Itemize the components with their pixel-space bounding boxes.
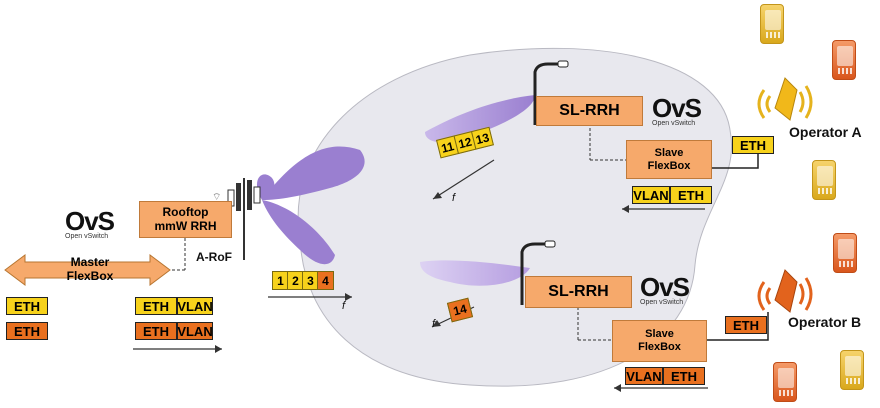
phone-icon	[840, 350, 864, 390]
eth-tag: ETH	[135, 322, 177, 340]
phone-icon	[833, 233, 857, 273]
eth-tag: ETH	[6, 322, 48, 340]
operator-b-label: Operator B	[788, 314, 862, 330]
vlan-tag: VLAN	[632, 186, 670, 204]
vlan-tag: VLAN	[177, 297, 213, 315]
eth-tag: ETH	[6, 297, 48, 315]
eth-tag: ETH	[725, 316, 767, 334]
phone-icon	[760, 4, 784, 44]
arof-label: A-RoF	[196, 250, 232, 264]
sl-rrh-top: SL-RRH	[536, 96, 643, 126]
double-arrow-icon	[4, 254, 171, 286]
master-flexbox: Master FlexBox	[66, 255, 114, 283]
beam-icon	[420, 260, 530, 286]
freq-label: f	[452, 192, 456, 204]
freq-label: f	[432, 318, 436, 330]
operator-a-label: Operator A	[789, 124, 862, 140]
channel-chip: 4	[317, 271, 334, 290]
beam-icon	[256, 174, 275, 200]
eth-tag: ETH	[663, 367, 705, 385]
sl-rrh-bottom: SL-RRH	[525, 276, 632, 308]
router-icon	[757, 77, 813, 121]
vlan-tag: VLAN	[177, 322, 213, 340]
vlan-tag: VLAN	[625, 367, 663, 385]
beam-icon	[262, 146, 365, 200]
slave-flexbox-bottom: Slave FlexBox	[612, 320, 707, 362]
beam-icon	[262, 200, 335, 265]
svg-text:⌔: ⌔	[212, 192, 221, 203]
eth-tag: ETH	[670, 186, 712, 204]
phone-icon	[812, 160, 836, 200]
channel-chip: 1	[272, 271, 289, 290]
eth-tag: ETH	[135, 297, 177, 315]
lamp-post-icon	[520, 240, 556, 305]
eth-tag: ETH	[732, 136, 774, 154]
beam-icon	[425, 95, 535, 143]
phone-icon	[832, 40, 856, 80]
router-icon	[757, 269, 813, 313]
slave-flexbox-top: Slave FlexBox	[626, 140, 712, 179]
rooftop-rrh: Rooftop mmW RRH	[139, 201, 232, 238]
phone-icon	[773, 362, 797, 402]
channel-chip: 13	[470, 126, 494, 150]
freq-label: f	[342, 300, 346, 312]
lamp-post-icon	[533, 60, 569, 125]
